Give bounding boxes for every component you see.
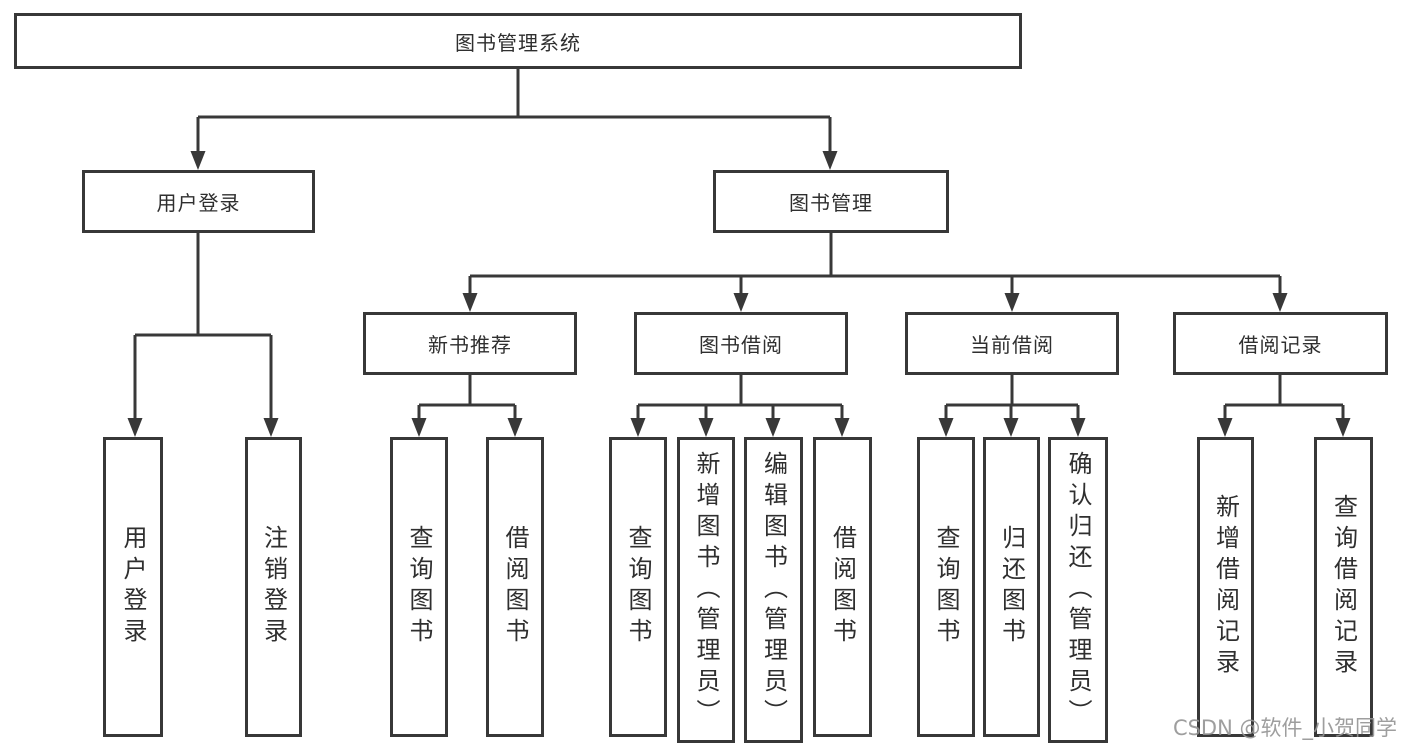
arrow-down-icon (1335, 418, 1351, 437)
node-label: 编辑图书（管理员） (759, 450, 788, 730)
arrow-down-icon (1217, 418, 1233, 437)
leaf-confirm-return-admin: 确认归还（管理员） (1048, 437, 1108, 743)
arrow-down-icon (190, 151, 206, 170)
node-label: 查询图书 (932, 525, 960, 649)
arrow-down-icon (834, 418, 850, 437)
arrow-down-icon (462, 293, 478, 312)
node-label: 查询借阅记录 (1329, 494, 1358, 680)
connector-current-borrow-to-leaves (938, 375, 1086, 437)
node-label: 借阅图书 (828, 525, 857, 649)
leaf-user-login: 用户登录 (103, 437, 163, 737)
arrow-down-icon (1003, 418, 1019, 437)
leaf-query-books-recommend: 查询图书 (390, 437, 448, 737)
leaf-query-books-borrow: 查询图书 (609, 437, 667, 737)
node-user-login: 用户登录 (82, 170, 315, 233)
leaf-query-borrow-record: 查询借阅记录 (1314, 437, 1373, 737)
node-label: 查询图书 (405, 525, 433, 649)
node-root-system: 图书管理系统 (14, 13, 1022, 69)
node-label: 确认归还（管理员） (1064, 450, 1092, 730)
node-label: 归还图书 (997, 525, 1026, 649)
leaf-add-books-admin: 新增图书（管理员） (677, 437, 735, 743)
node-label: 当前借阅 (970, 333, 1054, 357)
leaf-query-books-current: 查询图书 (917, 437, 975, 737)
arrow-down-icon (411, 418, 427, 437)
node-label: 借阅图书 (501, 525, 529, 649)
arrow-down-icon (1070, 418, 1086, 437)
arrow-down-icon (630, 418, 646, 437)
node-label: 新增图书（管理员） (692, 450, 720, 730)
arrow-down-icon (127, 418, 143, 437)
node-current-borrow: 当前借阅 (905, 312, 1119, 375)
leaf-borrow-books: 借阅图书 (813, 437, 872, 737)
node-label: 借阅记录 (1238, 333, 1323, 357)
arrow-down-icon (765, 418, 781, 437)
arrow-down-icon (938, 418, 954, 437)
arrow-down-icon (733, 293, 749, 312)
node-book-borrow: 图书借阅 (634, 312, 848, 375)
arrow-down-icon (1272, 293, 1288, 312)
leaf-edit-books-admin: 编辑图书（管理员） (744, 437, 803, 743)
arrow-down-icon (263, 418, 279, 437)
node-new-book-recommend: 新书推荐 (363, 312, 577, 375)
arrow-down-icon (1004, 293, 1020, 312)
leaf-logout: 注销登录 (245, 437, 302, 737)
node-label: 用户登录 (156, 191, 241, 215)
node-borrow-records: 借阅记录 (1173, 312, 1388, 375)
node-label: 新书推荐 (428, 333, 512, 357)
arrow-down-icon (507, 418, 523, 437)
arrow-down-icon (822, 151, 838, 170)
leaf-add-borrow-record: 新增借阅记录 (1197, 437, 1254, 737)
connector-user-login-to-leaves (127, 233, 279, 437)
node-label: 用户登录 (119, 525, 147, 649)
node-label: 新增借阅记录 (1211, 494, 1240, 680)
leaf-borrow-books-recommend: 借阅图书 (486, 437, 544, 737)
node-label: 注销登录 (259, 525, 288, 649)
node-label: 图书借阅 (699, 333, 783, 357)
node-label: 查询图书 (624, 525, 652, 649)
leaf-return-books: 归还图书 (983, 437, 1040, 737)
connector-borrow-records-to-leaves (1217, 375, 1351, 437)
node-label: 图书管理系统 (455, 30, 581, 55)
node-book-management: 图书管理 (713, 170, 949, 233)
connector-new-book-to-leaves (411, 375, 523, 437)
arrow-down-icon (698, 418, 714, 437)
connector-book-borrow-to-leaves (630, 375, 850, 437)
node-label: 图书管理 (789, 191, 873, 215)
connector-root-to-level2 (190, 69, 838, 170)
connector-book-management-to-level3 (462, 233, 1288, 312)
csdn-watermark: CSDN @软件_小贺同学 (1172, 716, 1397, 740)
